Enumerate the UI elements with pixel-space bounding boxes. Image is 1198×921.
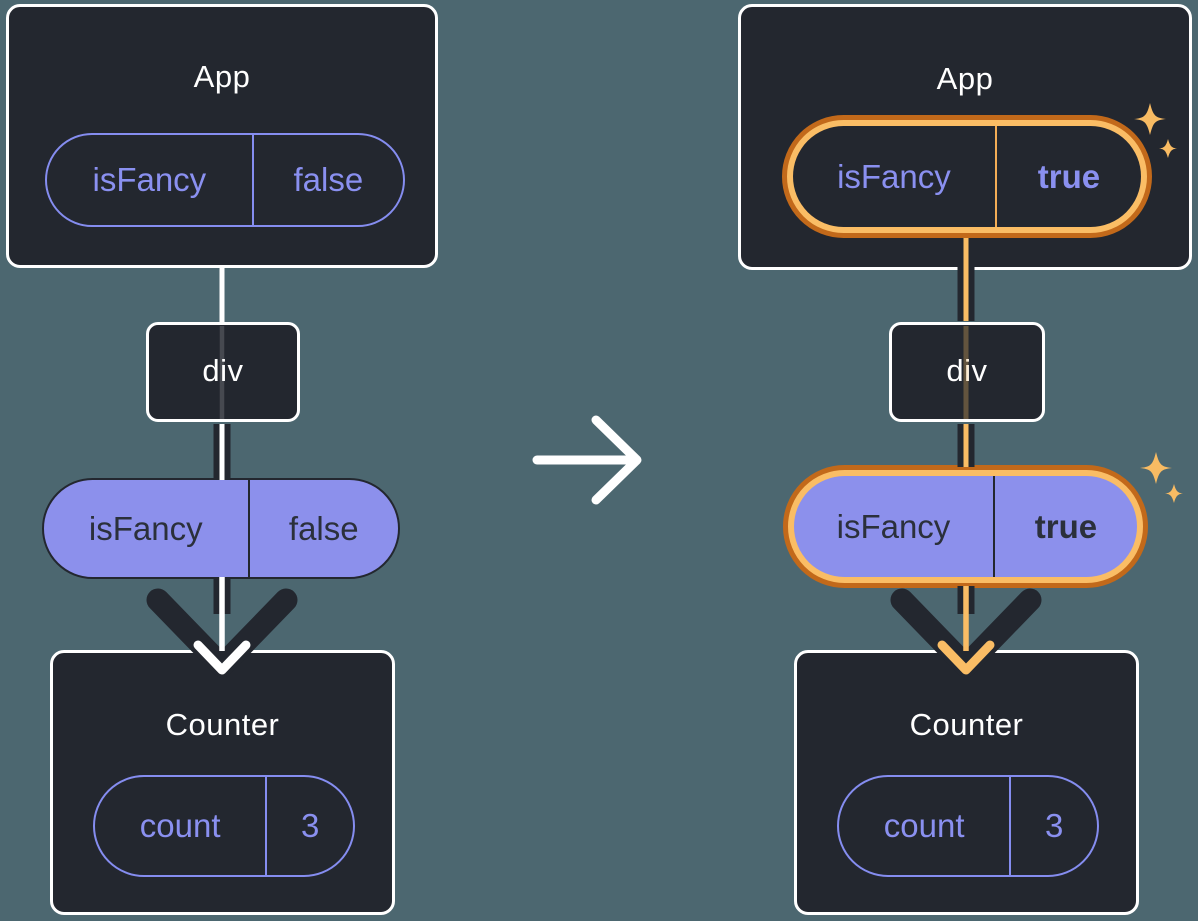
app-state-pill-before: isFancy false xyxy=(45,133,405,227)
prop-key-label: isFancy xyxy=(88,509,203,547)
prop-value-label: true xyxy=(992,476,1137,577)
count-value-label: 3 xyxy=(265,777,353,875)
prop-value-label: false xyxy=(247,480,398,577)
count-value-label: 3 xyxy=(1009,777,1097,875)
flow-thread-after xyxy=(890,238,1042,678)
state-key-label: isFancy xyxy=(837,157,951,195)
counter-component-card-before: Counter count 3 xyxy=(50,650,395,915)
transition-arrow-icon xyxy=(532,415,642,505)
counter-state-pill-before: count 3 xyxy=(93,775,355,877)
state-value-label: false xyxy=(251,135,403,225)
div-node-before: div xyxy=(146,322,300,422)
prop-pill-before: isFancy false xyxy=(42,478,400,579)
app-component-card-before: App isFancy false xyxy=(6,4,438,268)
state-value-label: true xyxy=(994,126,1141,227)
sparkles-bottom-icon xyxy=(1140,452,1183,503)
counter-component-card-after: Counter count 3 xyxy=(794,650,1139,915)
count-key-label: count xyxy=(139,807,221,844)
counter-title: Counter xyxy=(909,707,1024,742)
state-key-label: isFancy xyxy=(92,161,207,198)
prop-pill-after-highlighted: isFancy true xyxy=(783,465,1148,588)
app-title: App xyxy=(193,59,251,94)
app-title: App xyxy=(936,61,994,96)
app-state-pill-after-highlighted: isFancy true xyxy=(782,115,1152,238)
counter-title: Counter xyxy=(165,707,280,742)
prop-key-label: isFancy xyxy=(836,507,951,545)
div-node-after: div xyxy=(889,322,1045,422)
count-key-label: count xyxy=(883,807,965,844)
div-label: div xyxy=(946,353,988,388)
counter-state-pill-after: count 3 xyxy=(837,775,1099,877)
div-label: div xyxy=(202,353,244,388)
